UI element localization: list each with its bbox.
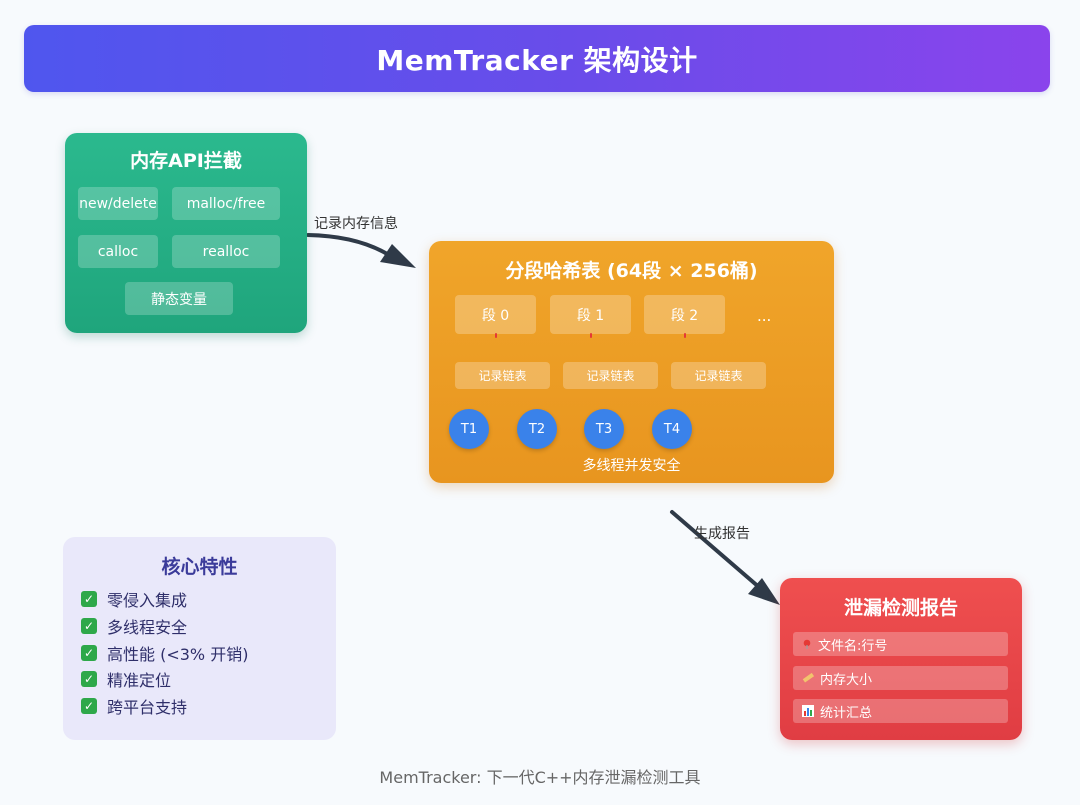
report-arrowhead bbox=[748, 578, 780, 605]
report-row-memory-size: 内存大小 bbox=[793, 666, 1008, 690]
thread-t1: T1 bbox=[449, 409, 489, 449]
chip-calloc: calloc bbox=[78, 235, 158, 268]
report-row-label: 统计汇总 bbox=[820, 705, 873, 721]
report-row-label: 内存大小 bbox=[820, 672, 873, 688]
feature-item: ✓ 多线程安全 bbox=[81, 616, 188, 637]
thread-t2: T2 bbox=[517, 409, 557, 449]
core-features-title: 核心特性 bbox=[161, 556, 238, 578]
feature-label: 高性能 (<3% 开销) bbox=[107, 645, 249, 664]
report-edge-label: 生成报告 bbox=[694, 526, 750, 542]
feature-label: 跨平台支持 bbox=[107, 698, 188, 717]
report-row-label: 文件名:行号 bbox=[818, 638, 888, 654]
thread-caption: 多线程并发安全 bbox=[582, 458, 681, 474]
segment-2: 段 2 bbox=[644, 295, 725, 334]
leak-report-title: 泄漏检测报告 bbox=[843, 597, 958, 619]
api-intercept-box: 内存API拦截 new/delete malloc/free calloc re… bbox=[65, 133, 307, 333]
thread-t3: T3 bbox=[584, 409, 624, 449]
api-intercept-title: 内存API拦截 bbox=[130, 150, 242, 172]
checkmark-icon: ✓ bbox=[81, 645, 97, 661]
checkmark-icon: ✓ bbox=[81, 698, 97, 714]
segment-link-marker bbox=[590, 333, 592, 338]
leak-report-box: 泄漏检测报告 文件名:行号 内存大小 统计汇总 bbox=[780, 578, 1022, 740]
feature-item: ✓ 精准定位 bbox=[81, 669, 172, 690]
feature-item: ✓ 高性能 (<3% 开销) bbox=[81, 643, 249, 664]
title-banner: MemTracker 架构设计 bbox=[24, 25, 1050, 92]
record-arrowhead bbox=[380, 244, 416, 268]
segment-link-marker bbox=[495, 333, 497, 338]
pin-icon bbox=[802, 639, 812, 649]
chip-new-delete: new/delete bbox=[78, 187, 158, 220]
checkmark-icon: ✓ bbox=[81, 618, 97, 634]
report-row-statistics: 统计汇总 bbox=[793, 699, 1008, 723]
ruler-icon bbox=[802, 672, 814, 684]
feature-item: ✓ 零侵入集成 bbox=[81, 589, 188, 610]
feature-label: 零侵入集成 bbox=[107, 591, 188, 610]
record-chain-2: 记录链表 bbox=[671, 362, 766, 389]
record-edge-label: 记录内存信息 bbox=[314, 216, 398, 232]
footer-caption: MemTracker: 下一代C++内存泄漏检测工具 bbox=[379, 768, 701, 787]
report-row-file-line: 文件名:行号 bbox=[793, 632, 1008, 656]
feature-label: 精准定位 bbox=[107, 671, 172, 690]
segment-1: 段 1 bbox=[550, 295, 631, 334]
chip-realloc: realloc bbox=[172, 235, 280, 268]
segment-link-marker bbox=[684, 333, 686, 338]
page-title: MemTracker 架构设计 bbox=[376, 43, 698, 77]
chip-static-variables: 静态变量 bbox=[125, 282, 233, 315]
segments-ellipsis: ... bbox=[757, 307, 772, 325]
segmented-hash-table-box: 分段哈希表 (64段 × 256桶) 段 0 段 1 段 2 ... 记录链表 … bbox=[429, 241, 834, 483]
core-features-box: 核心特性 ✓ 零侵入集成 ✓ 多线程安全 ✓ 高性能 (<3% 开销) ✓ 精准… bbox=[63, 537, 336, 740]
chip-malloc-free: malloc/free bbox=[172, 187, 280, 220]
feature-label: 多线程安全 bbox=[107, 618, 188, 637]
record-arrow bbox=[306, 233, 394, 259]
record-chain-0: 记录链表 bbox=[455, 362, 550, 389]
checkmark-icon: ✓ bbox=[81, 671, 97, 687]
chart-icon bbox=[802, 705, 814, 717]
thread-t4: T4 bbox=[652, 409, 692, 449]
checkmark-icon: ✓ bbox=[81, 591, 97, 607]
hash-table-title: 分段哈希表 (64段 × 256桶) bbox=[505, 260, 758, 282]
feature-item: ✓ 跨平台支持 bbox=[81, 696, 188, 717]
segment-0: 段 0 bbox=[455, 295, 536, 334]
record-chain-1: 记录链表 bbox=[563, 362, 658, 389]
